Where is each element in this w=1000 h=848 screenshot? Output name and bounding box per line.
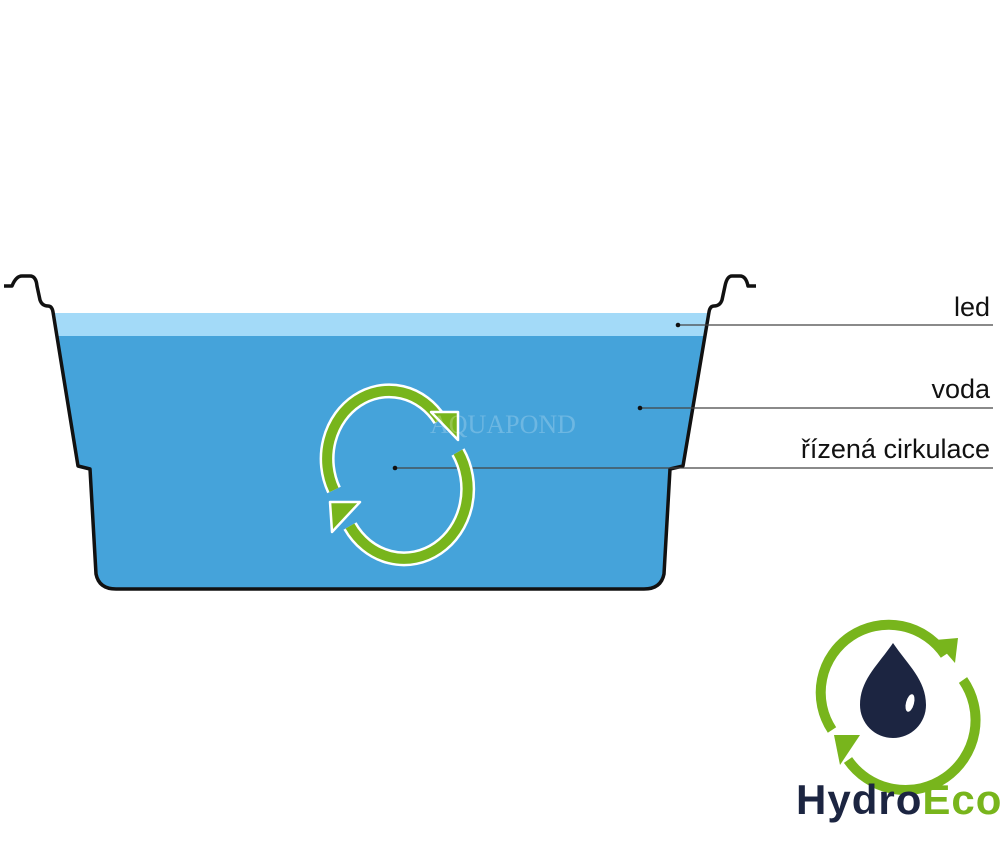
- drop-highlight: [905, 694, 915, 712]
- pond-outline: [4, 274, 756, 591]
- label-water: voda: [931, 374, 990, 404]
- circulation-icon: [319, 383, 476, 567]
- circulation-marker-dot: [392, 465, 398, 471]
- water-area: [55, 313, 708, 588]
- watermark: AQUAPOND: [430, 410, 576, 439]
- logo-text-hydro: Hydro: [796, 776, 923, 823]
- water-marker-dot: [637, 405, 643, 411]
- ice-layer: [55, 313, 708, 336]
- ice-marker-dot: [675, 322, 681, 328]
- label-circulation: řízená cirkulace: [800, 434, 990, 464]
- water-drop-icon: [860, 643, 926, 738]
- leader-lines: [395, 324, 993, 469]
- logo-text-eco: Eco: [922, 776, 1000, 823]
- label-ice: led: [953, 292, 990, 322]
- hydroeco-logo-icon: [815, 619, 981, 796]
- hydroeco-logo-text: HydroEco: [796, 776, 1000, 824]
